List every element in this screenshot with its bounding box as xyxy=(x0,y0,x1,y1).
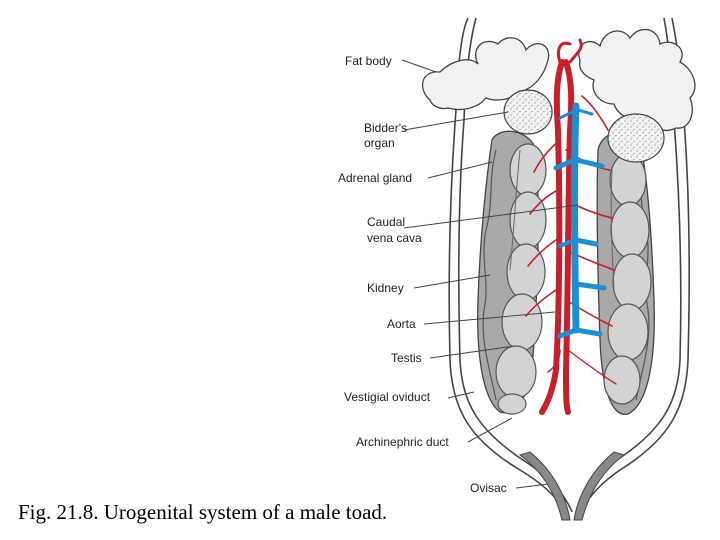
label-kidney: Kidney xyxy=(367,281,404,295)
figure-caption: Fig. 21.8. Urogenital system of a male t… xyxy=(18,500,388,524)
ovisac xyxy=(518,451,626,521)
adrenal-gland xyxy=(509,149,615,291)
label-bidders-organ-line1: Bidder's xyxy=(364,121,407,135)
fat-body-left xyxy=(421,37,550,111)
label-vestigial-oviduct: Vestigial oviduct xyxy=(344,390,431,404)
label-ovisac: Ovisac xyxy=(470,481,507,495)
label-fat-body: Fat body xyxy=(345,54,392,68)
label-adrenal-gland: Adrenal gland xyxy=(338,171,412,185)
leader-lines xyxy=(401,59,579,489)
label-archinephric-duct: Archinephric duct xyxy=(356,435,449,449)
testis-left xyxy=(495,143,547,415)
label-caudal-vena-cava-line1: Caudal xyxy=(367,215,405,229)
bidders-organ xyxy=(503,89,665,163)
label-aorta: Aorta xyxy=(387,317,416,331)
fat-body-right xyxy=(578,28,696,132)
testis-right xyxy=(603,153,652,405)
label-testis: Testis xyxy=(391,351,422,365)
caudal-vena-cava xyxy=(553,102,607,339)
label-caudal-vena-cava-line2: vena cava xyxy=(367,231,422,245)
label-bidders-organ-line2: organ xyxy=(364,136,395,150)
